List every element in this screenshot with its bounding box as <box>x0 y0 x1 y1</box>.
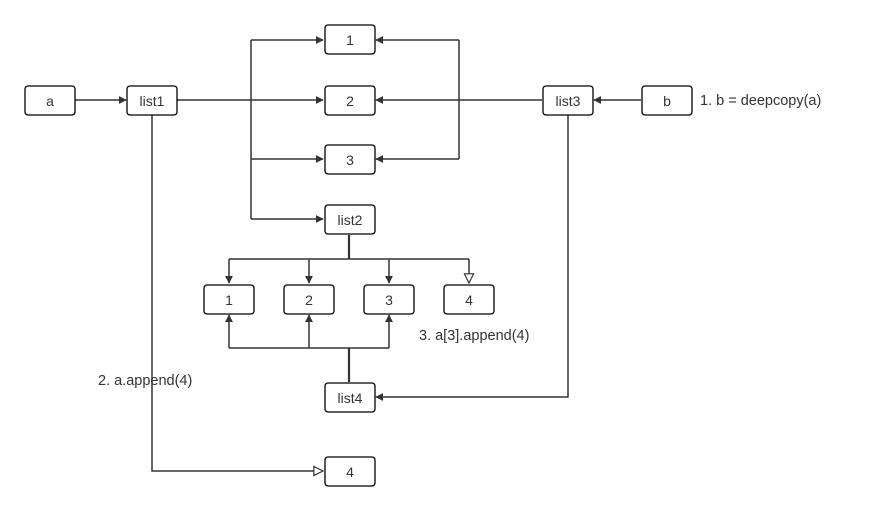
node-inner-2: 2 <box>283 284 335 315</box>
annotation-step1: 1. b = deepcopy(a) <box>700 93 821 109</box>
node-a-label: a <box>46 93 54 109</box>
node-inner-2-label: 2 <box>305 292 313 308</box>
node-list1: list1 <box>126 85 178 116</box>
node-inner-1-label: 1 <box>225 292 233 308</box>
node-inner-3: 3 <box>363 284 415 315</box>
node-inner-4-label: 4 <box>465 292 473 308</box>
node-list3-label: list3 <box>556 93 581 109</box>
edge-list1-to-appended-4 <box>151 115 323 471</box>
node-list4-label: list4 <box>338 390 363 406</box>
node-appended-4: 4 <box>324 456 376 487</box>
node-top-3-label: 3 <box>346 152 354 168</box>
annotation-step3: 3. a[3].append(4) <box>419 328 529 344</box>
node-top-3: 3 <box>324 144 376 175</box>
node-top-2: 2 <box>324 85 376 116</box>
node-appended-4-label: 4 <box>346 464 354 480</box>
node-top-2-label: 2 <box>346 93 354 109</box>
node-list1-label: list1 <box>140 93 165 109</box>
node-list2: list2 <box>324 204 376 235</box>
node-b: b <box>641 85 693 116</box>
edge-list3-to-list4 <box>375 115 569 401</box>
annotation-step2: 2. a.append(4) <box>98 373 192 389</box>
node-list3: list3 <box>542 85 594 116</box>
node-top-1-label: 1 <box>346 32 354 48</box>
node-inner-1: 1 <box>203 284 255 315</box>
node-list4: list4 <box>324 382 376 413</box>
node-inner-3-label: 3 <box>385 292 393 308</box>
node-list2-label: list2 <box>338 212 363 228</box>
node-b-label: b <box>663 93 671 109</box>
edges <box>75 36 641 471</box>
node-top-1: 1 <box>324 24 376 55</box>
node-a: a <box>24 85 76 116</box>
node-inner-4: 4 <box>443 284 495 315</box>
